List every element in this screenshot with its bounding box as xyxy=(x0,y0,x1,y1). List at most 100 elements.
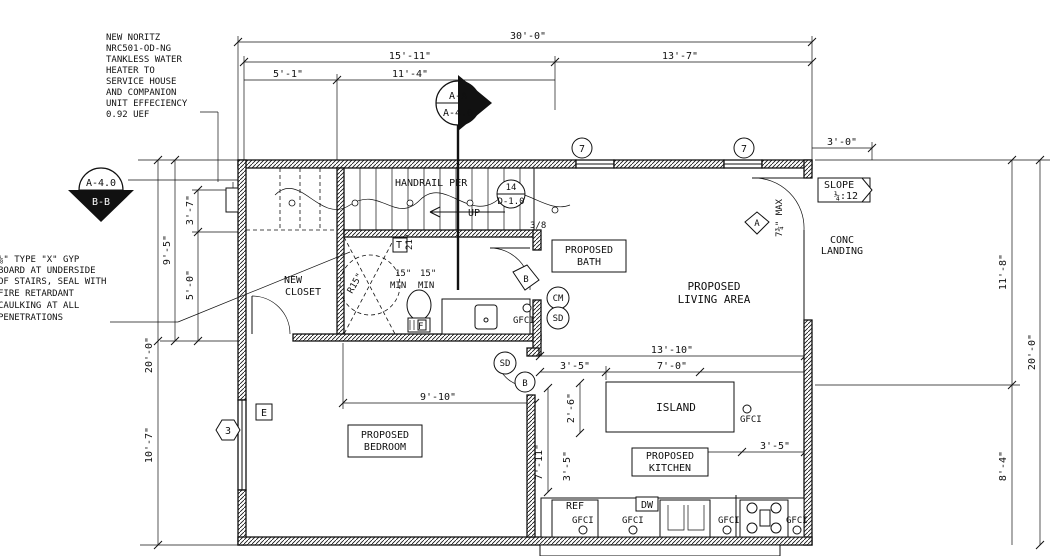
dim-lower-left-a: 5'-1" xyxy=(273,69,303,80)
svg-text:PROPOSED: PROPOSED xyxy=(688,280,741,293)
label-island: ISLAND xyxy=(656,401,696,414)
note-slope: SLOPE xyxy=(824,180,854,191)
note-conc-landing: CONC LANDING xyxy=(821,235,863,257)
detail-tag-sheet: D-1.0 xyxy=(497,197,524,207)
svg-text:HEATER TO: HEATER TO xyxy=(106,66,155,76)
door-tag-b-bedroom: B xyxy=(522,379,527,389)
gfci-counter-4: GFCI xyxy=(786,516,808,526)
dim-overall-width: 30'-0" xyxy=(510,31,546,42)
dim-stair-a: 3'-7" xyxy=(185,195,196,225)
section-bb-top: A-4.0 xyxy=(86,178,116,189)
room-living-area: PROPOSED LIVING AREA xyxy=(678,280,751,306)
dimension-lines xyxy=(138,36,1050,550)
svg-text:FIRE RETARDANT: FIRE RETARDANT xyxy=(0,289,74,299)
section-bb-bottom: B-B xyxy=(92,197,110,208)
label-clearance-b: 15" MIN xyxy=(418,269,436,291)
window-tag-3: 3 xyxy=(225,426,231,437)
dim-left-lower: 10'-7" xyxy=(144,427,155,463)
label-clearance-a: 15" MIN xyxy=(390,269,411,291)
dim-upper-right: 13'-7" xyxy=(662,51,698,62)
note-slope-value: ¼:12 xyxy=(834,190,858,202)
section-tag-bb xyxy=(68,167,134,222)
svg-text:BEDROOM: BEDROOM xyxy=(364,442,406,453)
note-handrail: HANDRAIL PER xyxy=(395,178,468,189)
gfci-counter-1: GFCI xyxy=(572,516,594,526)
room-bath: PROPOSED BATH xyxy=(565,245,613,268)
dim-kitchen-width: 13'-10" xyxy=(651,345,693,356)
detail-tag-14 xyxy=(496,179,526,209)
tag-sd-bath: SD xyxy=(553,314,564,324)
dim-counter-depth: 3'-5" xyxy=(562,451,573,481)
dim-left-total: 20'-0" xyxy=(144,337,155,373)
svg-text:MIN: MIN xyxy=(390,281,406,291)
svg-text:PROPOSED: PROPOSED xyxy=(361,430,409,441)
walls xyxy=(237,159,813,546)
svg-text:LANDING: LANDING xyxy=(821,246,863,257)
dim-island-length: 7'-0" xyxy=(657,361,687,372)
tag-cm: CM xyxy=(553,294,564,304)
svg-text:PROPOSED: PROPOSED xyxy=(646,451,694,462)
svg-text:TANKLESS WATER: TANKLESS WATER xyxy=(106,55,182,65)
note-heater: NEW NORITZ NRC501-OD-NG TANKLESS WATER H… xyxy=(106,33,188,120)
tag-toilet: T xyxy=(396,240,402,251)
door-tag-b-bath: B xyxy=(523,275,528,285)
svg-text:PENETRATIONS: PENETRATIONS xyxy=(0,313,63,323)
gfci-counter-3: GFCI xyxy=(718,516,740,526)
label-shower-radius: R15" xyxy=(346,272,366,296)
svg-text:0.92 UEF: 0.92 UEF xyxy=(106,110,149,120)
svg-text:⅝" TYPE "X" GYP: ⅝" TYPE "X" GYP xyxy=(0,255,80,265)
section-aa-bottom: A-4.0 xyxy=(443,108,473,119)
svg-text:MIN: MIN xyxy=(418,281,434,291)
window-tags xyxy=(215,137,755,441)
window-tag-7b: 7 xyxy=(741,144,747,155)
tag-sd-hall: SD xyxy=(500,359,511,369)
note-up: UP xyxy=(468,208,480,219)
section-tag-aa xyxy=(435,75,492,131)
dim-right-upper: 11'-8" xyxy=(998,254,1009,290)
svg-text:KITCHEN: KITCHEN xyxy=(649,463,691,474)
dim-island-right: 3'-5" xyxy=(760,441,790,452)
gfci-counter-2: GFCI xyxy=(622,516,644,526)
dim-left-upper: 9'-5" xyxy=(162,235,173,265)
gfci-island: GFCI xyxy=(740,415,762,425)
svg-text:OF STAIRS, SEAL WITH: OF STAIRS, SEAL WITH xyxy=(0,277,106,287)
bath-fixtures xyxy=(339,236,531,335)
svg-text:UNIT EFFECIENCY: UNIT EFFECIENCY xyxy=(106,99,188,109)
window-tag-7a: 7 xyxy=(579,144,585,155)
svg-text:NRC501-OD-NG: NRC501-OD-NG xyxy=(106,44,171,54)
svg-text:PROPOSED: PROPOSED xyxy=(565,245,613,256)
gfci-outlets xyxy=(522,303,802,535)
tag-e: E xyxy=(261,408,267,419)
gfci-bath: GFCI xyxy=(513,316,535,326)
dim-upper-left: 15'-11" xyxy=(389,51,431,62)
dim-island-offset: 3'-5" xyxy=(560,361,590,372)
dim-stair-b: 5'-0" xyxy=(185,270,196,300)
label-clearance-vert: 21" xyxy=(405,234,415,250)
dim-right-lower: 8'-4" xyxy=(998,451,1009,481)
dim-step-height: 7¾" MAX xyxy=(775,198,785,237)
svg-text:CONC: CONC xyxy=(830,235,854,246)
svg-text:NEW NORITZ: NEW NORITZ xyxy=(106,33,161,43)
dim-kitchen-left: 7'-11" xyxy=(534,444,545,480)
detail-tag-number: 14 xyxy=(506,183,517,193)
svg-text:SERVICE HOUSE: SERVICE HOUSE xyxy=(106,77,176,87)
door-tag-a: A xyxy=(754,219,760,229)
svg-text:BATH: BATH xyxy=(577,257,601,268)
dim-island-depth: 2'-6" xyxy=(566,393,577,423)
svg-text:NEW: NEW xyxy=(284,275,303,286)
room-new-closet: NEW CLOSET xyxy=(284,275,321,298)
dim-bedroom-width: 9'-10" xyxy=(420,392,456,403)
tag-vanity: F xyxy=(418,322,423,332)
svg-text:LIVING AREA: LIVING AREA xyxy=(678,293,751,306)
svg-text:15": 15" xyxy=(420,269,436,279)
room-bedroom: PROPOSED BEDROOM xyxy=(361,430,409,453)
dim-lower-left-b: 11'-4" xyxy=(392,69,428,80)
svg-text:15": 15" xyxy=(395,269,411,279)
svg-text:CAULKING AT ALL: CAULKING AT ALL xyxy=(0,301,79,311)
section-aa-top: A-A xyxy=(449,91,467,102)
label-boxes xyxy=(255,177,873,512)
label-dw: DW xyxy=(641,500,654,511)
dim-right-total: 20'-0" xyxy=(1027,334,1038,370)
room-kitchen: PROPOSED KITCHEN xyxy=(646,451,694,474)
